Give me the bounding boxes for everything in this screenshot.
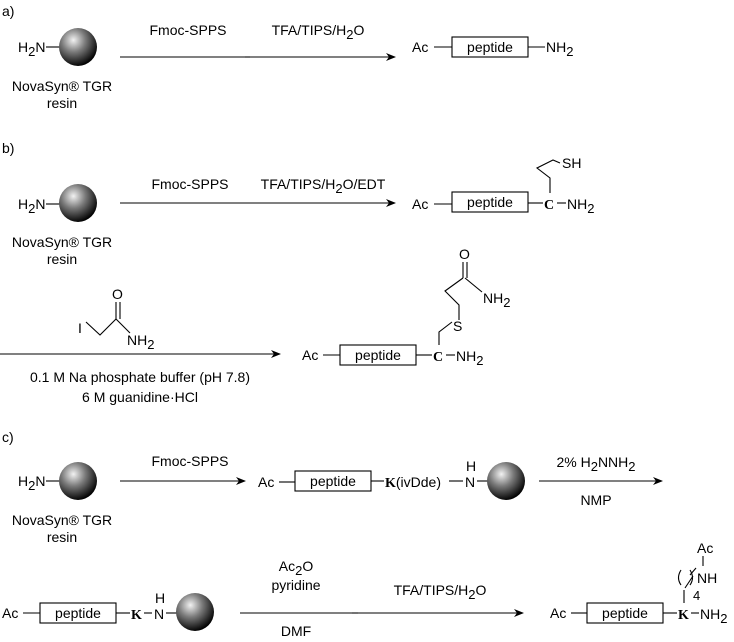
svg-text:peptide: peptide bbox=[310, 473, 356, 489]
solvent-nmp: NMP bbox=[580, 492, 611, 508]
svg-text:Ac: Ac bbox=[302, 347, 318, 363]
reagent-ac2o: Ac2O bbox=[279, 558, 314, 578]
resin-bead-icon bbox=[59, 28, 97, 66]
reagent-pyridine: pyridine bbox=[271, 577, 320, 593]
resin-word: resin bbox=[47, 95, 77, 111]
step-cleavage-c: TFA/TIPS/H2O bbox=[394, 582, 487, 602]
peptide-box-a: peptide bbox=[467, 39, 513, 55]
panel-a: a) H2N NovaSyn® TGR resin Fmoc-SPPS TFA/… bbox=[2, 3, 573, 111]
resin-b: H2N NovaSyn® TGR resin bbox=[12, 184, 112, 267]
svg-text:Fmoc-SPPS: Fmoc-SPPS bbox=[151, 176, 228, 192]
svg-text:K(ivDde): K(ivDde) bbox=[385, 474, 441, 491]
svg-text:Ac: Ac bbox=[412, 196, 428, 212]
svg-text:H2N: H2N bbox=[18, 196, 45, 216]
resin-bead-icon bbox=[59, 184, 97, 222]
svg-text:S: S bbox=[453, 318, 462, 334]
svg-text:NH: NH bbox=[697, 570, 717, 586]
svg-text:H2N: H2N bbox=[18, 473, 45, 493]
svg-text:NH2: NH2 bbox=[483, 290, 510, 310]
condition-guanidine: 6 M guanidine·HCl bbox=[82, 389, 198, 405]
intermediate-c2: Ac peptide K H N bbox=[2, 590, 214, 631]
resin-bead-icon bbox=[487, 462, 525, 500]
svg-text:O: O bbox=[112, 286, 123, 302]
svg-text:peptide: peptide bbox=[55, 605, 101, 621]
svg-text:I: I bbox=[78, 320, 82, 336]
svg-text:O: O bbox=[459, 246, 470, 262]
svg-text:NH2: NH2 bbox=[546, 39, 573, 59]
product-b1: Ac peptide C NH2 SH bbox=[412, 155, 594, 216]
svg-text:4: 4 bbox=[693, 588, 700, 603]
step-cleavage-a: TFA/TIPS/H2O bbox=[272, 22, 365, 42]
svg-text:Ac: Ac bbox=[258, 474, 274, 490]
panel-a-label: a) bbox=[2, 3, 14, 19]
svg-text:TFA/TIPS/H2O/EDT: TFA/TIPS/H2O/EDT bbox=[261, 176, 386, 196]
intermediate-c1: Ac peptide K(ivDde) H N bbox=[258, 458, 525, 500]
svg-text:Ac: Ac bbox=[2, 605, 18, 621]
resin-a: H2N NovaSyn® TGR resin bbox=[12, 28, 112, 111]
panel-c: c) H2N NovaSyn® TGR resin Fmoc-SPPS Ac p… bbox=[2, 429, 727, 639]
svg-text:N: N bbox=[154, 606, 164, 622]
svg-text:N: N bbox=[465, 474, 475, 490]
svg-text:NovaSyn® TGR: NovaSyn® TGR bbox=[12, 234, 112, 250]
product-b2: Ac peptide C NH2 S O NH2 bbox=[302, 246, 510, 368]
svg-text:SH: SH bbox=[562, 155, 581, 171]
product-a: Ac peptide NH2 bbox=[412, 36, 573, 59]
panel-b-label: b) bbox=[2, 140, 14, 156]
svg-text:Fmoc-SPPS: Fmoc-SPPS bbox=[151, 453, 228, 469]
svg-text:NH2: NH2 bbox=[127, 332, 154, 352]
svg-text:H: H bbox=[155, 590, 165, 606]
resin-bead-icon bbox=[176, 593, 214, 631]
solvent-dmf: DMF bbox=[281, 623, 311, 639]
reagent-iodoacetamide: I O NH2 bbox=[78, 286, 154, 352]
svg-text:H2N: H2N bbox=[18, 39, 45, 59]
svg-text:K: K bbox=[678, 608, 689, 623]
reagent-hydrazine: 2% H2NNH2 bbox=[556, 454, 635, 474]
svg-text:resin: resin bbox=[47, 529, 77, 545]
svg-text:Ac: Ac bbox=[412, 39, 428, 55]
svg-text:K: K bbox=[131, 608, 142, 623]
resin-bead-icon bbox=[59, 462, 97, 500]
panel-c-label: c) bbox=[2, 429, 14, 445]
condition-buffer: 0.1 M Na phosphate buffer (pH 7.8) bbox=[30, 369, 250, 385]
svg-text:C: C bbox=[544, 198, 554, 213]
svg-text:NovaSyn® TGR: NovaSyn® TGR bbox=[12, 512, 112, 528]
product-c: Ac peptide K NH2 4 NH Ac bbox=[550, 540, 727, 626]
panel-b: b) H2N NovaSyn® TGR resin Fmoc-SPPS TFA/… bbox=[0, 140, 594, 405]
resin-name: NovaSyn® TGR bbox=[12, 78, 112, 94]
svg-text:peptide: peptide bbox=[602, 605, 648, 621]
svg-text:Ac: Ac bbox=[697, 540, 713, 556]
svg-text:H: H bbox=[466, 458, 476, 474]
svg-text:peptide: peptide bbox=[355, 347, 401, 363]
svg-text:C: C bbox=[433, 350, 443, 365]
svg-text:peptide: peptide bbox=[467, 194, 513, 210]
svg-text:NH2: NH2 bbox=[567, 196, 594, 216]
svg-text:NH2: NH2 bbox=[700, 606, 727, 626]
step-fmoc-spps-a: Fmoc-SPPS bbox=[149, 22, 226, 38]
svg-text:Ac: Ac bbox=[550, 605, 566, 621]
resin-c: H2N NovaSyn® TGR resin bbox=[12, 462, 112, 545]
svg-text:NH2: NH2 bbox=[456, 348, 483, 368]
svg-text:resin: resin bbox=[47, 251, 77, 267]
